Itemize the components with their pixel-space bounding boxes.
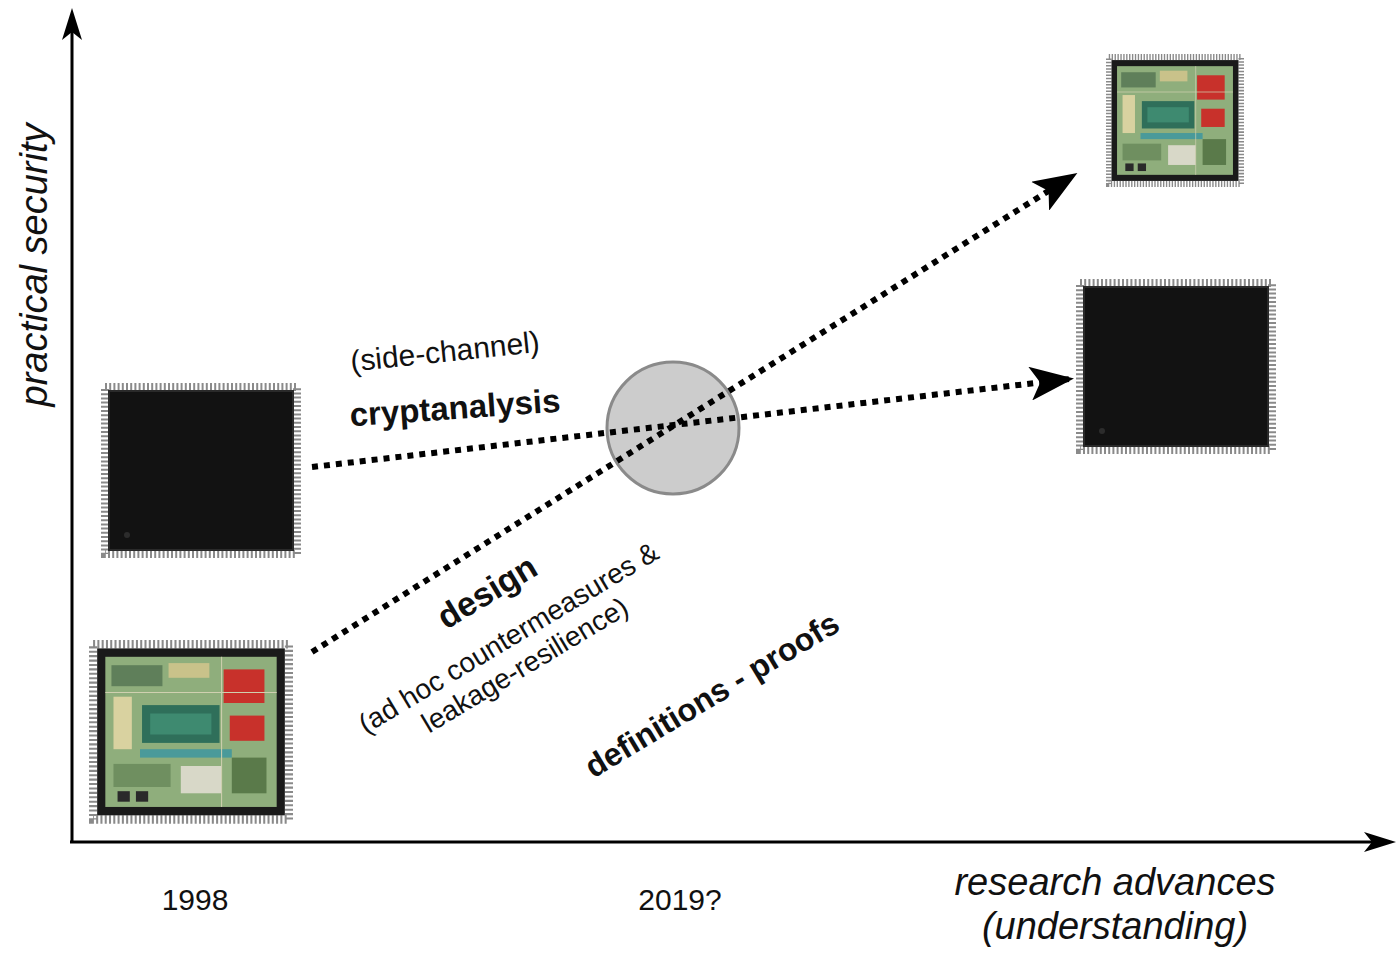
- axis-label: research advances (understanding): [895, 861, 1335, 948]
- tick-label: 2019?: [638, 883, 721, 918]
- axis-label: practical security: [13, 124, 57, 407]
- dotted-arrow: [312, 379, 1070, 467]
- dotted-arrow: [312, 175, 1074, 652]
- chip-black: [105, 387, 297, 554]
- y-axis: [71, 30, 74, 842]
- tick-label: 1998: [162, 883, 229, 918]
- chip-black: [1080, 283, 1272, 450]
- chip-decap: [1109, 57, 1241, 184]
- annotation-heading: cryptanalysis: [348, 382, 561, 435]
- chip-decap: [93, 644, 289, 819]
- annotation-heading: definitions - proofs: [578, 605, 845, 786]
- x-axis: [70, 841, 1375, 844]
- annotation: (side-channel): [349, 325, 542, 379]
